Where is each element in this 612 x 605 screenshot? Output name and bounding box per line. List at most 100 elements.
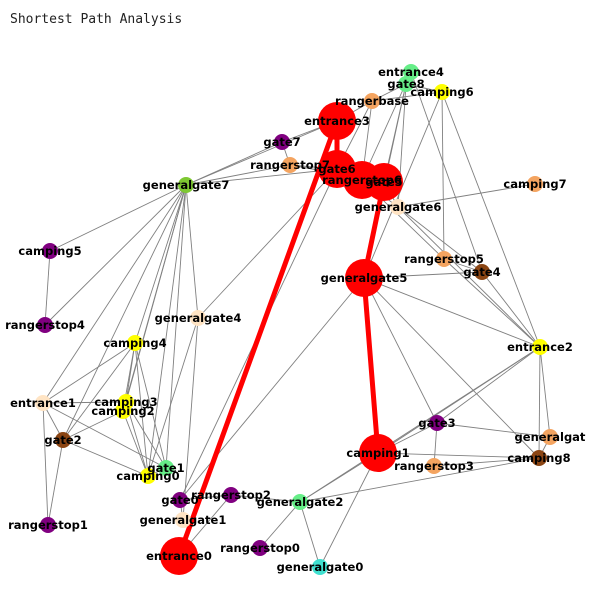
- node-label-gate1: gate1: [147, 461, 184, 475]
- edge-generalgate7-gate2: [62, 184, 187, 441]
- edge-camping2-camping0: [122, 410, 149, 477]
- node-generalgate6[interactable]: [390, 199, 406, 215]
- node-label-generalgate3: generalgat: [515, 430, 586, 444]
- node-entrance3[interactable]: [318, 102, 356, 140]
- node-label-rangerstop5: rangerstop5: [404, 252, 484, 266]
- edge-entrance2-camping8: [538, 346, 541, 459]
- node-rangerstop4[interactable]: [37, 317, 53, 333]
- edge-generalgate2-camping8: [299, 457, 540, 503]
- node-gate2[interactable]: [55, 432, 71, 448]
- edge-generalgate0-camping1: [319, 452, 379, 568]
- edge-entrance1-camping3: [42, 401, 127, 404]
- node-label-entrance0: entrance0: [146, 549, 212, 563]
- edge-generalgate4-generalgate1: [182, 317, 199, 521]
- node-label-gate0: gate0: [161, 493, 198, 507]
- node-rangerstop7[interactable]: [282, 157, 298, 173]
- edge-entrance1-rangerstop1: [42, 402, 49, 526]
- node-label-entrance2: entrance2: [507, 340, 573, 354]
- node-gate8[interactable]: [398, 76, 414, 92]
- node-label-camping1: camping1: [346, 446, 409, 460]
- edge-generalgate6-entrance2: [397, 206, 541, 348]
- node-rangerstop1[interactable]: [40, 517, 56, 533]
- node-gate5[interactable]: [365, 163, 403, 201]
- node-entrance0[interactable]: [160, 537, 198, 575]
- node-label-camping8: camping8: [507, 451, 570, 465]
- node-label-entrance3: entrance3: [304, 114, 370, 128]
- node-camping6[interactable]: [434, 84, 450, 100]
- node-camping0[interactable]: [140, 468, 156, 484]
- edge-rangerstop7-generalgate7: [185, 164, 291, 186]
- edge-generalgate7-entrance1: [42, 184, 187, 404]
- edge-gate6-generalgate7: [185, 168, 338, 186]
- node-gate0[interactable]: [172, 492, 188, 508]
- node-label-camping6: camping6: [410, 85, 473, 99]
- node-camping8[interactable]: [531, 450, 547, 466]
- node-rangerbase[interactable]: [364, 93, 380, 109]
- node-entrance4[interactable]: [403, 64, 419, 80]
- node-label-generalgate0: generalgate0: [277, 560, 364, 574]
- path-edge-generalgate5-camping1: [361, 275, 381, 456]
- edge-camping6-rangerbase: [371, 91, 443, 102]
- node-gate3[interactable]: [429, 415, 445, 431]
- node-label-rangerstop2: rangerstop2: [191, 488, 271, 502]
- node-label-gate6: gate6: [318, 162, 355, 176]
- node-rangerstop3[interactable]: [426, 458, 442, 474]
- edge-generalgate7-camping4: [134, 184, 187, 344]
- node-generalgate3[interactable]: [542, 429, 558, 445]
- node-label-gate5: gate5: [365, 175, 402, 189]
- node-label-rangerstop4: rangerstop4: [5, 318, 85, 332]
- node-camping1[interactable]: [359, 434, 397, 472]
- node-label-generalgate4: generalgate4: [155, 311, 242, 325]
- edge-generalgate7-camping2: [122, 184, 187, 412]
- node-camping2[interactable]: [115, 403, 131, 419]
- node-generalgate0[interactable]: [312, 559, 328, 575]
- node-camping4[interactable]: [127, 335, 143, 351]
- node-rangerstop5[interactable]: [436, 251, 452, 267]
- node-label-rangerstop3: rangerstop3: [394, 459, 474, 473]
- edge-entrance2-generalgate3: [539, 346, 551, 438]
- node-label-gate7: gate7: [263, 135, 300, 149]
- node-camping7[interactable]: [527, 176, 543, 192]
- edge-gate3-generalgate3: [436, 422, 551, 438]
- node-generalgate5[interactable]: [345, 259, 383, 297]
- node-label-rangerstop1: rangerstop1: [8, 518, 88, 532]
- node-gate4[interactable]: [474, 264, 490, 280]
- path-edge-entrance0-entrance3: [176, 118, 340, 559]
- node-camping5[interactable]: [42, 243, 58, 259]
- edge-camping3-gate1: [125, 401, 167, 469]
- node-label-rangerstop7: rangerstop7: [250, 158, 330, 172]
- edge-camping5-generalgate7: [49, 184, 187, 252]
- edge-generalgate5-camping8: [363, 277, 540, 459]
- node-label-camping3: camping3: [94, 395, 157, 409]
- edge-gate0-rangerstop2: [179, 494, 232, 501]
- edge-camping1-camping8: [377, 452, 540, 459]
- node-entrance1[interactable]: [35, 395, 51, 411]
- node-label-rangerstop0: rangerstop0: [220, 541, 300, 555]
- edge-gate4-generalgate5: [363, 271, 483, 279]
- node-label-rangerstop6: rangerstop6: [322, 173, 402, 187]
- edge-generalgate6-gate4: [397, 206, 483, 273]
- node-rangerstop0[interactable]: [252, 540, 268, 556]
- node-gate7[interactable]: [274, 134, 290, 150]
- edge-generalgate2-rangerstop0: [259, 501, 301, 549]
- edge-gate2-camping0: [62, 439, 149, 477]
- edge-gate2-rangerstop1: [47, 439, 64, 526]
- graph-title: Shortest Path Analysis: [10, 12, 183, 27]
- node-label-generalgate7: generalgate7: [143, 178, 230, 192]
- node-label-generalgate1: generalgate1: [140, 513, 227, 527]
- edge-camping4-camping0: [134, 342, 149, 477]
- node-rangerstop2[interactable]: [223, 487, 239, 503]
- edge-gate7-generalgate7: [185, 141, 283, 186]
- node-label-gate8: gate8: [387, 77, 424, 91]
- edge-camping6-entrance2: [441, 91, 541, 348]
- node-label-generalgate5: generalgate5: [321, 271, 408, 285]
- node-generalgate1[interactable]: [175, 512, 191, 528]
- node-generalgate7[interactable]: [178, 177, 194, 193]
- node-generalgate2[interactable]: [292, 494, 308, 510]
- node-label-entrance4: entrance4: [378, 65, 444, 79]
- node-generalgate4[interactable]: [190, 310, 206, 326]
- node-entrance2[interactable]: [532, 339, 548, 355]
- node-gate1[interactable]: [158, 460, 174, 476]
- node-label-rangerbase: rangerbase: [335, 94, 409, 108]
